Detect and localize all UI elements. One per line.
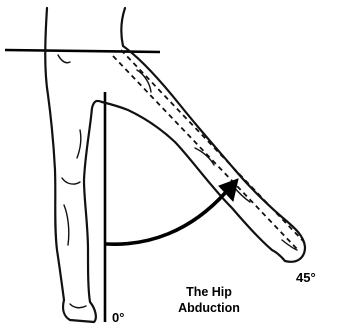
caption-line-2: Abduction bbox=[178, 301, 240, 315]
abducted-leg bbox=[102, 8, 305, 262]
angle-start-label: 0° bbox=[112, 310, 124, 325]
abducted-leg-axis bbox=[113, 50, 306, 250]
standing-leg bbox=[45, 8, 102, 322]
angle-end-label: 45° bbox=[296, 270, 316, 285]
leg-axis-dashed-line-1 bbox=[113, 56, 298, 250]
pelvis-horizontal-line bbox=[5, 50, 160, 52]
caption-line-1: The Hip bbox=[186, 285, 232, 299]
abduction-angle-arc bbox=[107, 192, 226, 244]
leg-axis-dashed-line-2 bbox=[121, 50, 306, 244]
